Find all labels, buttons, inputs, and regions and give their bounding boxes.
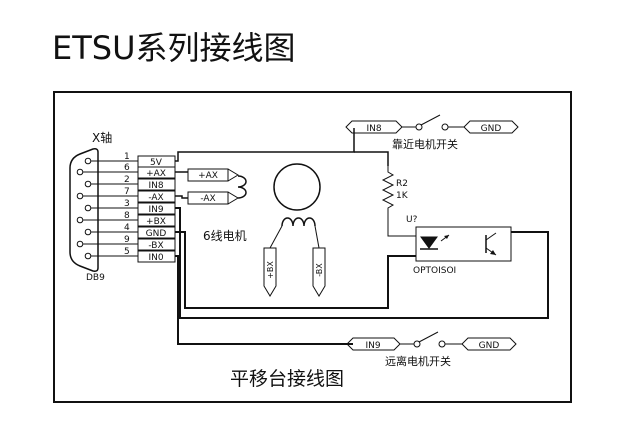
switch-near-label: 靠近电机开关 — [392, 137, 458, 151]
pin-number: 3 — [124, 199, 130, 209]
resistor-name: R2 — [396, 179, 408, 189]
opto-name: OPTOISOI — [413, 266, 456, 276]
motor-tag-minus-bx-text: -BX — [315, 263, 324, 277]
wire-5v — [175, 128, 355, 162]
pin-signal: -AX — [148, 193, 163, 203]
pin-number: 1 — [124, 152, 130, 162]
pin-hole — [84, 204, 92, 212]
motor-tag-plus-bx-text: +BX — [266, 261, 275, 279]
switch-near-contact-left — [415, 123, 423, 131]
pin-number: 4 — [124, 223, 130, 233]
db9-shell — [69, 148, 99, 272]
motor-label: 6线电机 — [203, 229, 247, 243]
pin-number: 5 — [124, 247, 130, 257]
db9-pin: 7 -AX — [76, 187, 176, 203]
db9-pin: 2 IN8 — [84, 175, 176, 191]
pin-signal-box — [137, 214, 176, 227]
pin-signal: IN8 — [148, 181, 163, 191]
pin-hole — [84, 252, 92, 260]
pin-signal: IN0 — [148, 253, 163, 263]
switch-near-gnd-text: GND — [481, 124, 502, 134]
resistor-r2 — [381, 166, 416, 237]
pin-signal: +BX — [146, 217, 166, 227]
stage-label: 平移台接线图 — [230, 368, 344, 390]
pin-signal-box — [137, 238, 176, 251]
pin-number: 8 — [124, 211, 130, 221]
pin-signal: 5V — [150, 158, 163, 168]
opto-led-ray-head — [444, 235, 449, 239]
db9-pin: 6 +AX — [76, 163, 176, 179]
wire-ax-minus — [175, 195, 188, 199]
opto-body — [415, 226, 512, 262]
db9-pins: 1 5V 6 +AX 2 IN8 7 -AX 3 — [76, 152, 176, 263]
x-axis-label: X轴 — [92, 130, 112, 145]
motor-rotor — [273, 163, 321, 211]
page-title: ETSU系列接线图 — [52, 29, 296, 67]
coil-b-lead-left — [269, 225, 283, 249]
pin-signal: -BX — [148, 241, 163, 251]
motor-tag-plus-ax-arrow — [227, 168, 239, 182]
opto-emitter-arrow — [490, 250, 496, 255]
db9-pin: 8 +BX — [76, 211, 176, 227]
pin-signal: GND — [146, 229, 167, 239]
pin-hole — [84, 180, 92, 188]
switch-far-label: 远离电机开关 — [385, 354, 451, 368]
pin-number: 7 — [124, 187, 130, 197]
pin-hole — [76, 168, 84, 176]
pin-signal: +AX — [146, 169, 166, 179]
wire-in8 — [175, 255, 353, 345]
switch-near-in-tag — [345, 120, 403, 134]
db9-pin: 9 -BX — [76, 235, 176, 251]
pin-number: 9 — [124, 235, 130, 245]
opto-ref: U? — [406, 215, 418, 225]
opto-transistor-collector — [485, 232, 497, 241]
coil-b-lead-right — [314, 225, 320, 249]
resistor-value: 1K — [396, 191, 409, 201]
motor-tag-minus-ax-text: -AX — [200, 194, 215, 204]
motor-coil-b — [281, 217, 316, 227]
pin-hole — [76, 192, 84, 200]
switch-far-contact-left — [413, 340, 421, 348]
motor-tag-minus-ax-arrow — [227, 191, 239, 205]
pin-number: 2 — [124, 175, 130, 185]
wire-in9 — [175, 207, 549, 319]
motor-tag-plus-ax-text: +AX — [198, 171, 218, 181]
switch-near-contact-right — [441, 123, 449, 131]
switch-near-gnd-tag — [463, 120, 519, 134]
switch-far-contact-right — [438, 340, 446, 348]
wire-gnd — [175, 231, 416, 309]
pin-hole — [84, 157, 92, 165]
switch-far-blade — [418, 331, 439, 343]
pin-number: 6 — [124, 163, 130, 173]
pin-signal: IN9 — [148, 205, 163, 215]
pin-hole — [76, 216, 84, 224]
motor-tag-minus-bx — [312, 247, 326, 297]
switch-far-gnd-text: GND — [479, 341, 500, 351]
switch-near-blade — [420, 114, 441, 126]
opto-led — [420, 236, 438, 249]
motor-tag-plus-bx — [263, 247, 277, 297]
switch-far-in-text: IN9 — [365, 341, 380, 351]
pin-signal-box — [137, 178, 176, 191]
switch-far-gnd-tag — [461, 337, 517, 351]
motor-coil-a — [237, 175, 247, 199]
motor-tag-plus-ax — [187, 168, 229, 182]
switch-near-in-text: IN8 — [366, 124, 381, 134]
switch-far-in-tag — [346, 337, 401, 351]
pin-hole — [84, 228, 92, 236]
wire-5v-resistor — [354, 151, 389, 166]
pin-hole — [76, 240, 84, 248]
diagram-frame — [53, 91, 572, 403]
db9-label: DB9 — [86, 273, 105, 283]
